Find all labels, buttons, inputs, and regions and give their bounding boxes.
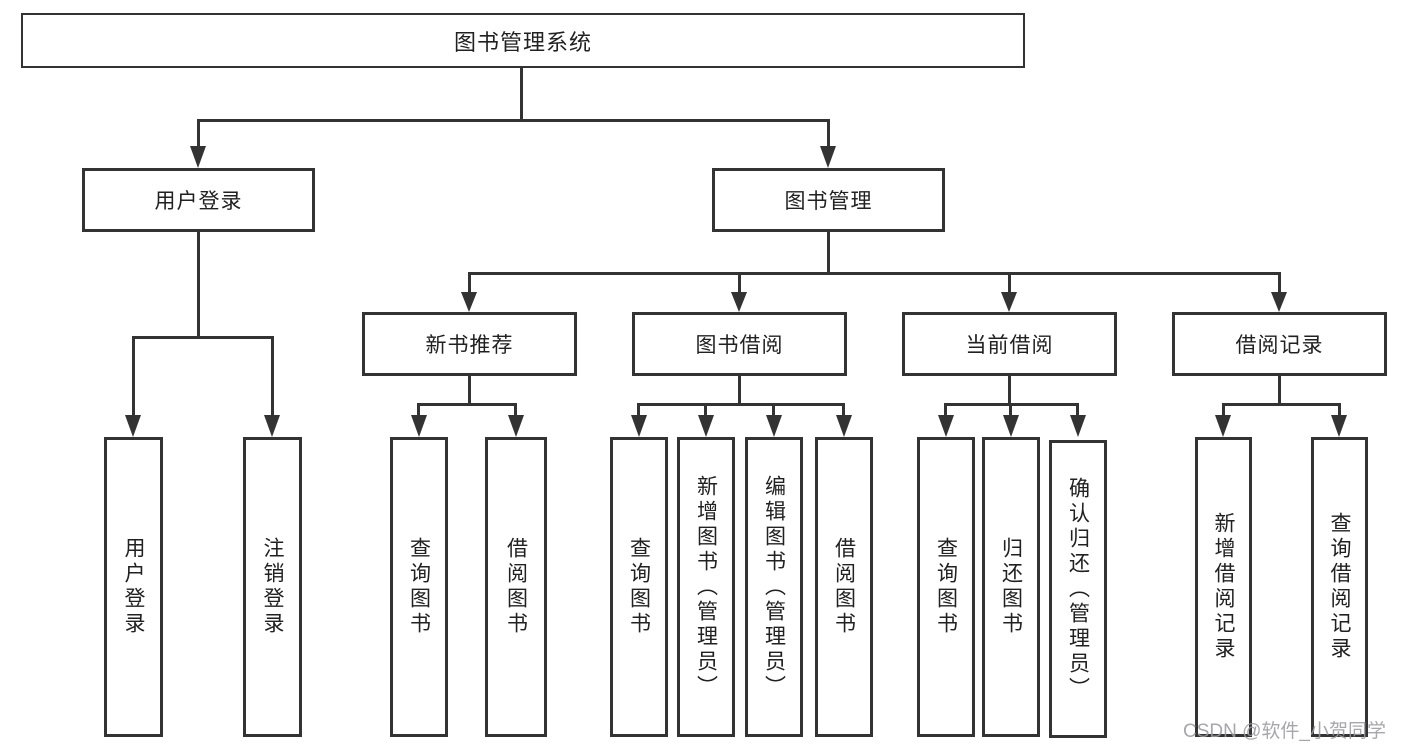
connector-line bbox=[704, 403, 707, 417]
connector-line bbox=[468, 376, 471, 404]
node-label: 图书管理 bbox=[784, 190, 873, 213]
leaf-borrow-books: 借阅图书 bbox=[485, 437, 547, 737]
node-label: 当前借阅 bbox=[965, 334, 1054, 357]
arrow-down-icon bbox=[264, 415, 280, 437]
connector-line bbox=[197, 119, 830, 122]
arrow-down-icon bbox=[1215, 415, 1231, 437]
connector-line bbox=[417, 403, 420, 417]
connector-line bbox=[514, 403, 517, 417]
node-library-management-system: 图书管理系统 bbox=[21, 13, 1025, 68]
node-book-borrowing: 图书借阅 bbox=[632, 312, 847, 376]
connector-line bbox=[772, 403, 775, 417]
node-new-book-recommendation: 新书推荐 bbox=[362, 312, 577, 376]
node-current-borrowing: 当前借阅 bbox=[902, 312, 1117, 376]
connector-line bbox=[1278, 376, 1281, 404]
connector-line bbox=[1009, 403, 1012, 417]
leaf-add-borrow-record: 新增借阅记录 bbox=[1195, 437, 1252, 737]
connector-line bbox=[1222, 403, 1340, 406]
connector-line bbox=[1338, 403, 1341, 417]
arrow-down-icon bbox=[461, 292, 477, 312]
connector-line bbox=[1278, 272, 1281, 296]
leaf-query-books: 查询图书 bbox=[610, 437, 668, 737]
connector-line bbox=[827, 119, 830, 149]
connector-line bbox=[842, 403, 845, 417]
connector-line bbox=[944, 403, 947, 417]
node-book-management: 图书管理 bbox=[712, 168, 945, 232]
csdn-watermark: CSDN @软件_小贺同学 bbox=[1183, 721, 1386, 742]
node-label: 用户登录 bbox=[122, 537, 145, 637]
node-label: 图书管理系统 bbox=[453, 29, 592, 55]
node-label: 借阅记录 bbox=[1235, 334, 1324, 357]
leaf-logout: 注销登录 bbox=[243, 437, 302, 737]
node-borrowing-records: 借阅记录 bbox=[1172, 312, 1387, 376]
leaf-edit-books-admin: 编辑图书（管理员） bbox=[745, 437, 803, 737]
arrow-down-icon bbox=[1070, 415, 1086, 437]
connector-line bbox=[637, 403, 640, 417]
node-label: 新书推荐 bbox=[425, 334, 514, 357]
node-label: 编辑图书（管理员） bbox=[762, 474, 786, 700]
leaf-confirm-return-admin: 确认归还（管理员） bbox=[1049, 440, 1107, 738]
connector-line bbox=[468, 272, 1281, 275]
node-label: 图书借阅 bbox=[695, 334, 784, 357]
arrow-down-icon bbox=[411, 415, 427, 437]
arrow-down-icon bbox=[1271, 292, 1287, 312]
arrow-down-icon bbox=[766, 415, 782, 437]
connector-line bbox=[197, 232, 200, 339]
arrow-down-icon bbox=[1001, 292, 1017, 312]
arrow-down-icon bbox=[836, 415, 852, 437]
connector-line bbox=[1222, 403, 1225, 417]
leaf-query-books: 查询图书 bbox=[390, 437, 448, 737]
arrow-down-icon bbox=[190, 146, 206, 168]
node-label: 查询图书 bbox=[627, 537, 651, 637]
connector-line bbox=[637, 403, 845, 406]
node-label: 查询借阅记录 bbox=[1328, 512, 1351, 662]
leaf-add-books-admin: 新增图书（管理员） bbox=[677, 437, 735, 737]
leaf-query-borrow-record: 查询借阅记录 bbox=[1311, 437, 1368, 737]
node-label: 借阅图书 bbox=[504, 537, 528, 637]
connector-line bbox=[827, 232, 830, 275]
connector-line bbox=[1008, 376, 1011, 404]
node-label: 查询图书 bbox=[934, 537, 958, 637]
arrow-down-icon bbox=[125, 415, 141, 437]
connector-line bbox=[1008, 272, 1011, 296]
node-label: 查询图书 bbox=[407, 537, 431, 637]
connector-line bbox=[132, 336, 135, 417]
arrow-down-icon bbox=[1003, 415, 1019, 437]
node-label: 新增图书（管理员） bbox=[694, 474, 718, 700]
node-label: 用户登录 bbox=[154, 190, 243, 213]
leaf-borrow-books: 借阅图书 bbox=[815, 437, 873, 737]
connector-line bbox=[271, 336, 274, 417]
leaf-return-books: 归还图书 bbox=[982, 437, 1040, 737]
arrow-down-icon bbox=[820, 146, 836, 168]
node-user-login: 用户登录 bbox=[82, 168, 315, 232]
connector-line bbox=[520, 68, 523, 121]
leaf-query-books: 查询图书 bbox=[917, 437, 975, 737]
node-label: 归还图书 bbox=[999, 537, 1023, 637]
connector-line bbox=[468, 272, 471, 296]
connector-line bbox=[417, 403, 517, 406]
node-label: 借阅图书 bbox=[832, 537, 856, 637]
arrow-down-icon bbox=[1331, 415, 1347, 437]
arrow-down-icon bbox=[631, 415, 647, 437]
leaf-user-login: 用户登录 bbox=[104, 437, 163, 737]
connector-line bbox=[132, 336, 274, 339]
connector-line bbox=[197, 119, 200, 149]
connector-line bbox=[1076, 403, 1079, 417]
arrow-down-icon bbox=[698, 415, 714, 437]
node-label: 确认归还（管理员） bbox=[1066, 476, 1090, 702]
connector-line bbox=[738, 376, 741, 404]
arrow-down-icon bbox=[508, 415, 524, 437]
node-label: 注销登录 bbox=[261, 537, 284, 637]
arrow-down-icon bbox=[731, 292, 747, 312]
arrow-down-icon bbox=[938, 415, 954, 437]
connector-line bbox=[738, 272, 741, 296]
node-label: 新增借阅记录 bbox=[1212, 512, 1235, 662]
